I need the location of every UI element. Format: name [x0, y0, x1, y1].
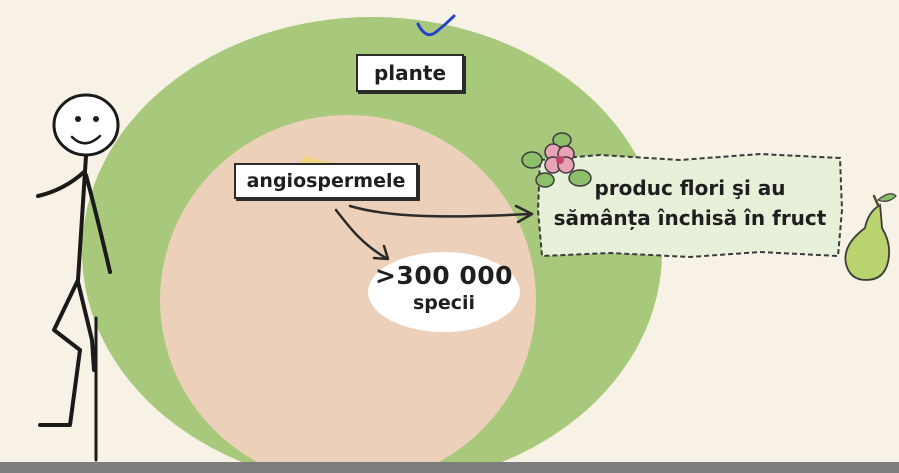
arrow-to-description	[348, 204, 534, 224]
inner-set-label: angiospermele	[234, 163, 418, 199]
stick-figure-icon	[36, 93, 120, 462]
description-line-1: produc flori şi au	[594, 176, 786, 200]
species-count-bubble: >300 000 specii	[368, 252, 520, 332]
description-card-shape	[536, 152, 844, 259]
arrow-to-species-count	[334, 208, 390, 261]
description-card: produc flori şi au sămânța închisă în fr…	[540, 158, 840, 254]
bottom-scrollbar[interactable]	[0, 462, 899, 473]
inner-set-angiosperms	[160, 115, 536, 473]
outer-set-label: plante	[356, 54, 464, 92]
pen-check-mark-icon	[416, 14, 456, 37]
species-count-unit: specii	[412, 292, 476, 314]
flower-icon	[521, 132, 592, 188]
species-count-value: >300 000	[374, 261, 514, 290]
description-line-2: sămânța închisă în fruct	[553, 206, 827, 230]
pear-icon	[844, 193, 897, 281]
